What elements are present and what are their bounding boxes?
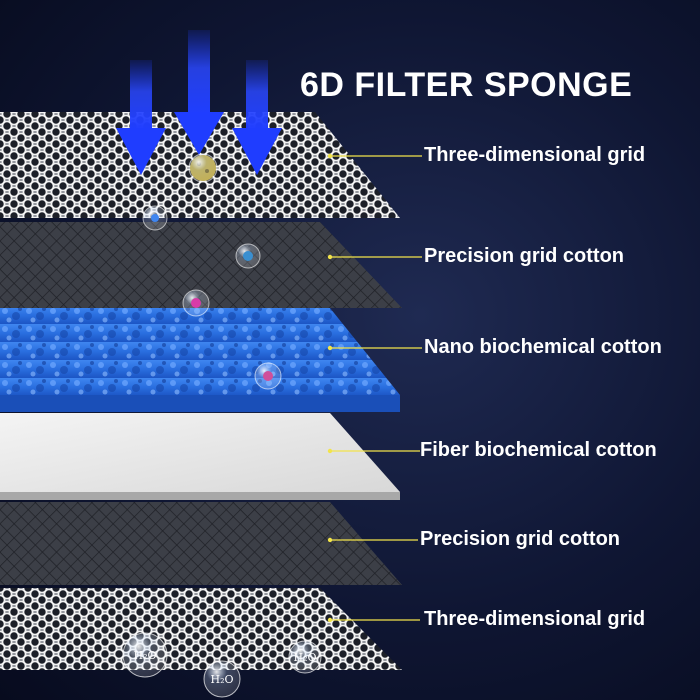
layer-precision-grid-cotton-top: [0, 222, 402, 308]
leader-dot: [327, 345, 333, 351]
leader-dot: [327, 537, 333, 543]
water-bubble-icon: [142, 205, 168, 231]
layer-label-2: Precision grid cotton: [424, 245, 625, 267]
leader-dot: [327, 254, 333, 260]
leader-dot: [327, 448, 333, 454]
layer-nano-biochemical-cotton: [0, 308, 400, 412]
layer-label-1: Three-dimensional grid: [424, 144, 646, 166]
leader-dot: [327, 153, 333, 159]
down-arrow-icon: [174, 30, 224, 155]
particle-icon: [188, 153, 218, 183]
layer-fiber-biochemical-cotton: [0, 413, 400, 500]
layer-precision-grid-cotton-bottom: [0, 502, 402, 585]
h2o-label: H₂O: [293, 651, 316, 664]
particle-icon: [182, 289, 210, 317]
leader-dot: [327, 617, 333, 623]
water-bubble-icon: [235, 243, 261, 269]
water-bubble-icon: H₂O: [203, 660, 241, 698]
leader-lines: [327, 153, 422, 623]
layer-label-4: Fiber biochemical cotton: [420, 439, 657, 461]
water-bubble-icon: H₂O: [122, 632, 168, 678]
down-arrow-icon: [232, 60, 282, 175]
layer-three-dimensional-grid-bottom: [0, 588, 402, 670]
particle-icon: [254, 362, 282, 390]
water-bubble-icon: H₂O: [288, 640, 322, 674]
down-arrow-icon: [116, 60, 166, 175]
h2o-label: H₂O: [210, 673, 233, 686]
diagram-title: 6D FILTER SPONGE: [300, 66, 633, 104]
layer-label-3: Nano biochemical cotton: [424, 336, 662, 358]
layer-label-5: Precision grid cotton: [420, 528, 621, 550]
layer-label-6: Three-dimensional grid: [424, 608, 646, 630]
h2o-label: H₂O: [133, 649, 156, 662]
